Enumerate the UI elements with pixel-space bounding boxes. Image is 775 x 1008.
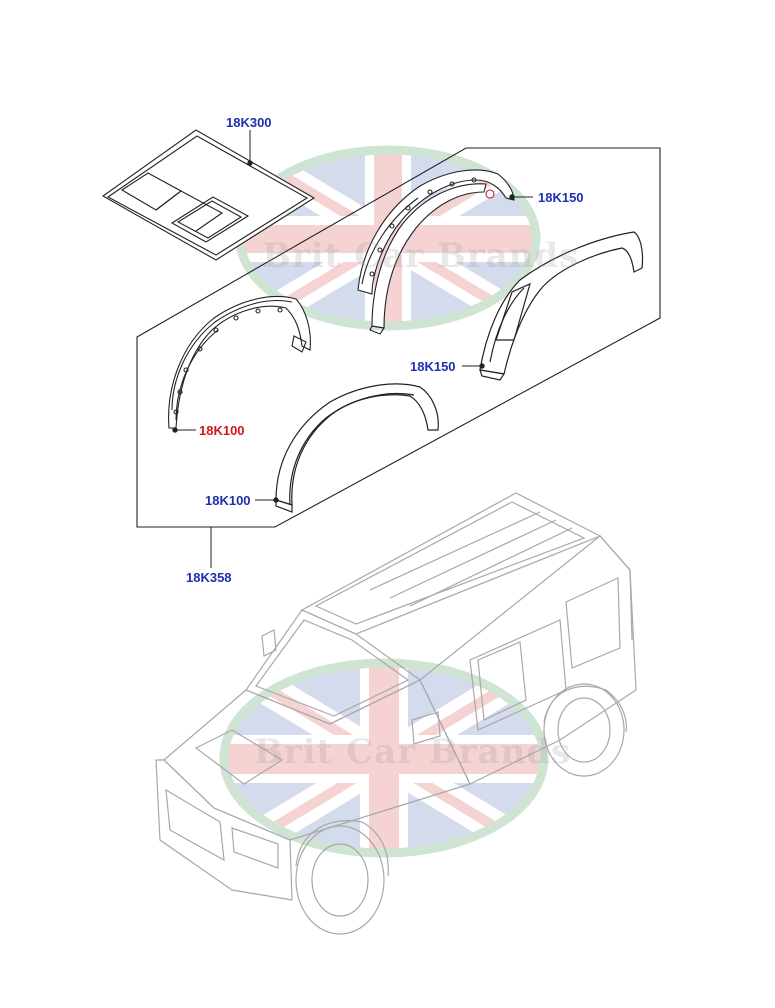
leader-lines <box>172 130 533 568</box>
callout-18k358[interactable]: 18K358 <box>186 570 232 585</box>
watermark-text-bottom: Brit Car Brands <box>254 732 572 772</box>
callout-18k300[interactable]: 18K300 <box>226 115 272 130</box>
rear-fender-bracket[interactable] <box>357 169 515 335</box>
callout-18k100-flare[interactable]: 18K100 <box>205 493 251 508</box>
callout-18k100-bracket[interactable]: 18K100 <box>199 423 245 438</box>
callout-18k150-flare[interactable]: 18K150 <box>410 359 456 374</box>
kit-group-frame <box>136 147 661 528</box>
callout-18k150-bracket[interactable]: 18K150 <box>538 190 584 205</box>
vehicle-illustration <box>155 492 637 935</box>
watermark-text-top: Brit Car Brands <box>262 236 580 276</box>
watermark-flag-bottom <box>219 658 549 858</box>
front-fender-bracket[interactable] <box>168 296 311 429</box>
rear-fender-flare[interactable] <box>479 231 644 381</box>
front-fender-flare[interactable] <box>275 383 439 513</box>
hood-protection-film[interactable] <box>101 129 316 261</box>
